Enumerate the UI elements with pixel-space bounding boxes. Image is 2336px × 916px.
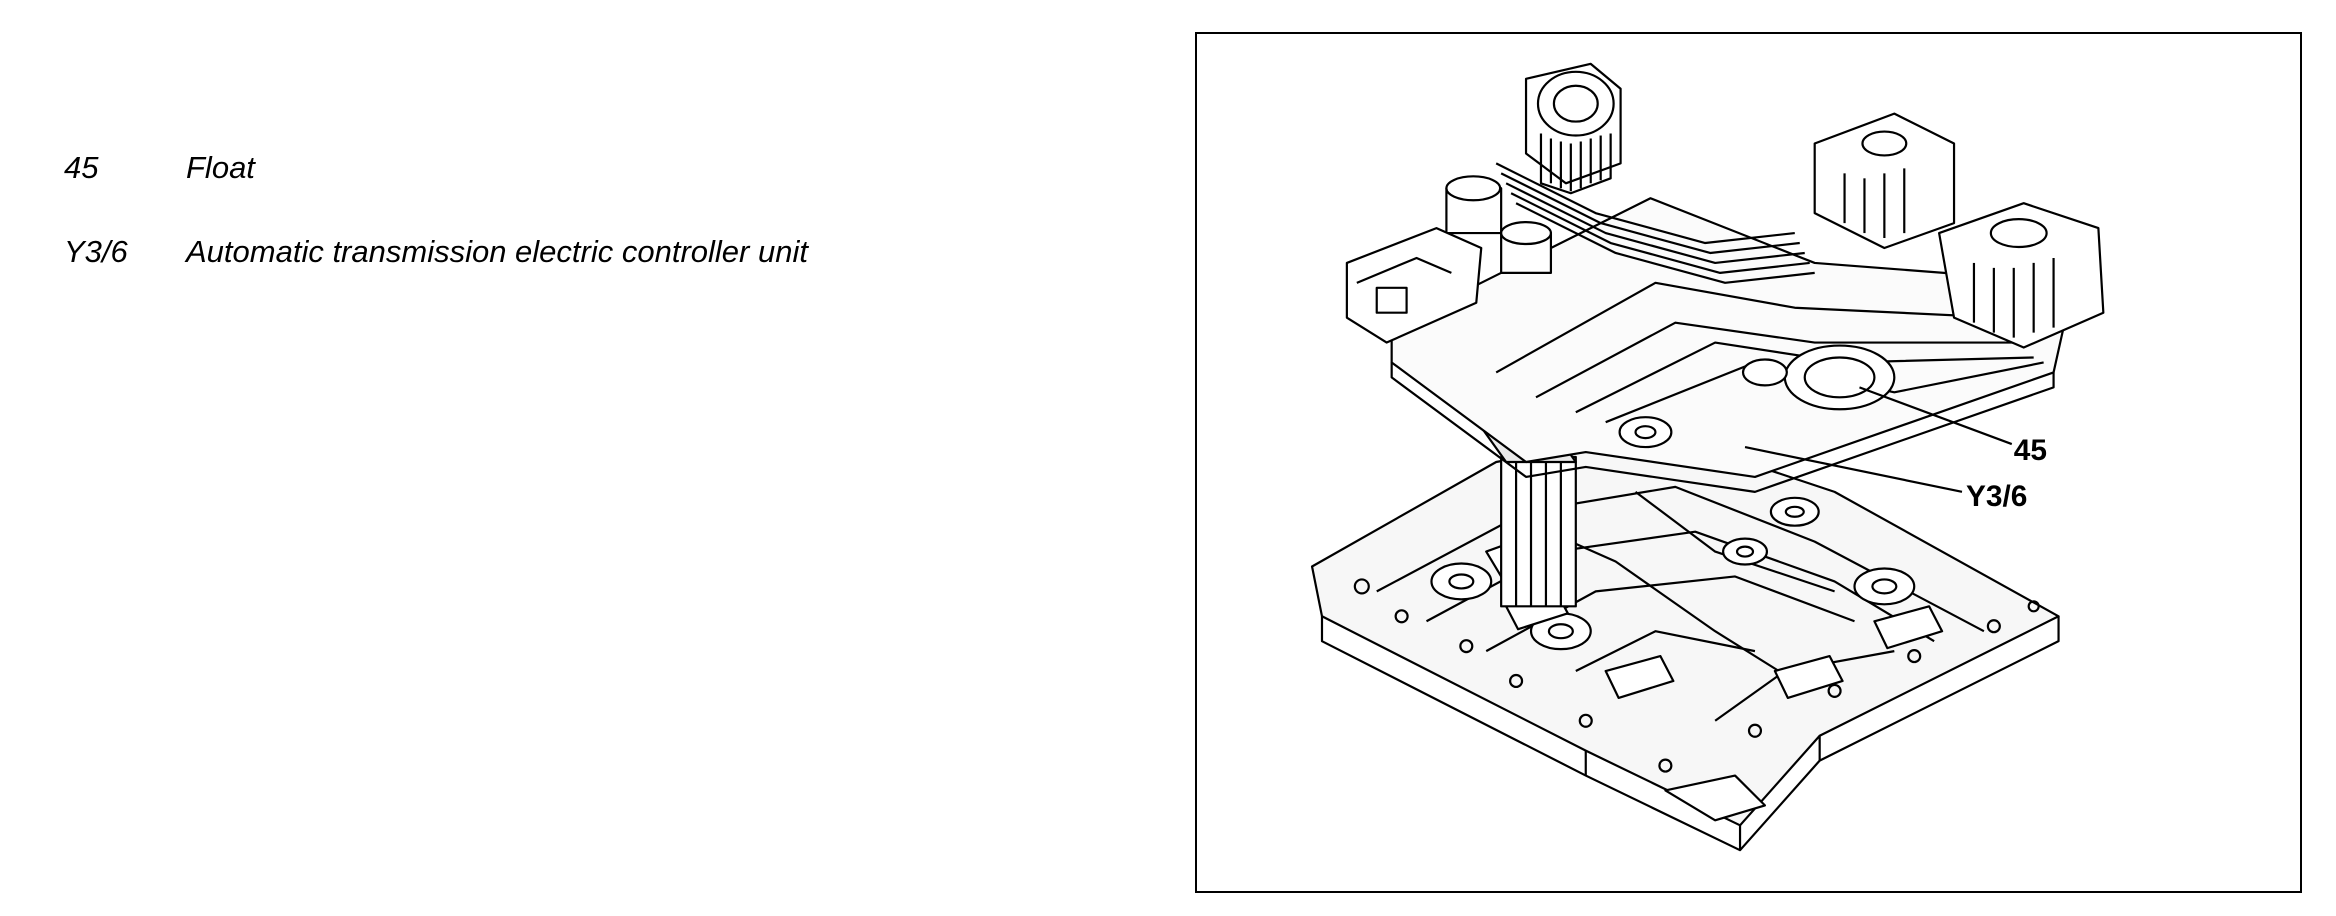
- electric-controller-unit: [1345, 62, 2105, 493]
- legend-list: 45 Float Y3/6 Automatic transmission ele…: [64, 150, 1064, 318]
- legend-code: Y3/6: [64, 234, 128, 269]
- callout-leader-y3-6: [1744, 445, 1963, 493]
- legend-description: Automatic transmission electric controll…: [186, 234, 808, 269]
- legend-code: 45: [64, 150, 99, 185]
- legend-item-float: 45 Float: [64, 150, 1064, 234]
- callout-label-y3-6: Y3/6: [1966, 480, 2027, 513]
- legend-description: Float: [186, 150, 255, 185]
- lower-valve-body: [1310, 431, 2060, 852]
- figure-frame: 45 Y3/6: [1195, 32, 2302, 893]
- transmission-valve-body-illustration: 45 Y3/6: [1310, 62, 2105, 852]
- legend-item-controller-unit: Y3/6 Automatic transmission electric con…: [64, 234, 1064, 318]
- callout-label-45: 45: [2014, 434, 2047, 467]
- callout-leader-45: [1859, 386, 2013, 446]
